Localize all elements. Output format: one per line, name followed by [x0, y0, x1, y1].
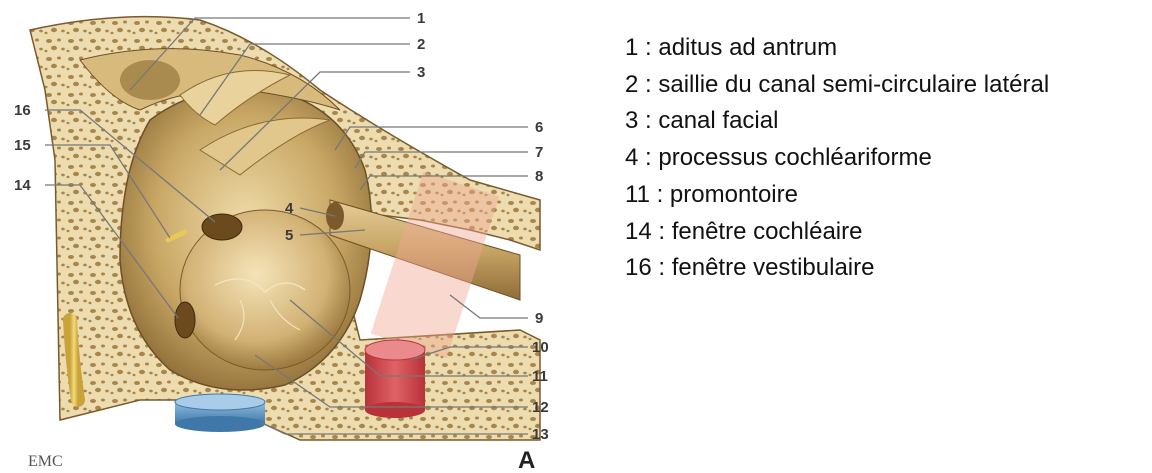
- callout-12: 12: [532, 399, 549, 416]
- legend-item: 3 : canal facial: [625, 103, 1049, 140]
- legend-item: 2 : saillie du canal semi-circulaire lat…: [625, 67, 1049, 104]
- callout-14: 14: [14, 177, 31, 194]
- legend-item: 1 : aditus ad antrum: [625, 30, 1049, 67]
- callout-3: 3: [417, 64, 425, 81]
- jugular-bulb: [175, 394, 265, 432]
- legend-item: 11 : promontoire: [625, 177, 1049, 214]
- legend-item: 16 : fenêtre vestibulaire: [625, 250, 1049, 287]
- callout-15: 15: [14, 137, 31, 154]
- callout-1: 1: [417, 10, 425, 27]
- facial-nerve: [70, 320, 78, 400]
- middle-ear-illustration: 1 2 3 4 5 6 7 8 9 10 11 12 13 14 15 16 E…: [0, 0, 580, 473]
- callout-10: 10: [532, 339, 549, 356]
- internal-carotid-artery: [365, 340, 425, 418]
- anatomy-drawing: 1 2 3 4 5 6 7 8 9 10 11 12 13 14 15 16 E…: [0, 0, 580, 473]
- callout-16: 16: [14, 102, 31, 119]
- callout-5: 5: [285, 227, 293, 244]
- callout-4: 4: [285, 200, 294, 217]
- publisher-mark: EMC: [28, 453, 63, 470]
- oval-window: [202, 214, 242, 240]
- legend-item: 4 : processus cochléariforme: [625, 140, 1049, 177]
- panel-letter: A: [518, 447, 535, 473]
- round-window: [175, 302, 195, 338]
- callout-8: 8: [535, 168, 543, 185]
- legend-item: 14 : fenêtre cochléaire: [625, 214, 1049, 251]
- callout-6: 6: [535, 119, 543, 136]
- callout-13: 13: [532, 426, 549, 443]
- legend-list: 1 : aditus ad antrum 2 : saillie du cana…: [625, 30, 1049, 287]
- callout-2: 2: [417, 36, 425, 53]
- callout-9: 9: [535, 310, 543, 327]
- callout-7: 7: [535, 144, 543, 161]
- callout-11: 11: [532, 368, 548, 385]
